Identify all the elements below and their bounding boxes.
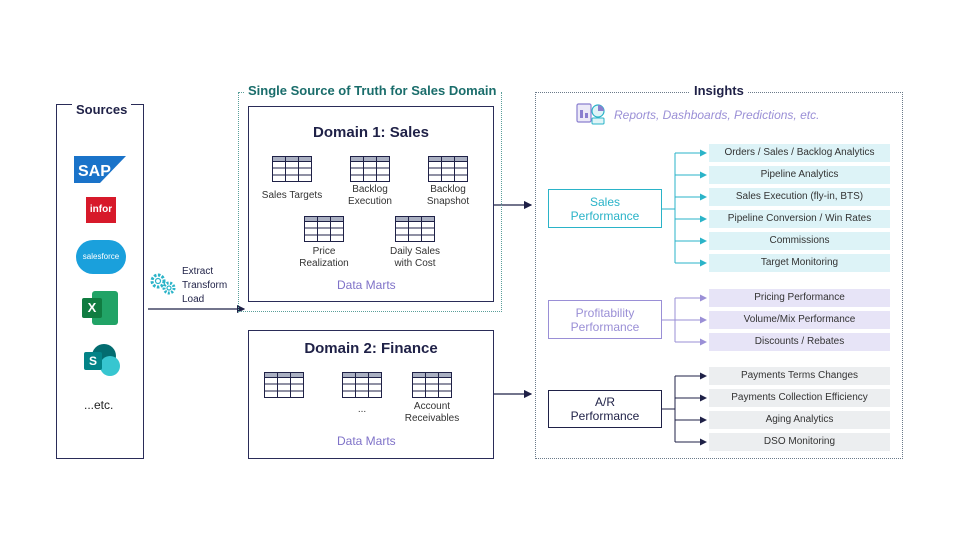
mart-label-line2: with Cost xyxy=(394,258,436,269)
ar-line1: A/R xyxy=(594,395,615,409)
gears-icon xyxy=(147,270,177,296)
insight-item: Pipeline Analytics xyxy=(709,166,890,184)
sap-logo: SAP xyxy=(74,156,126,183)
mart-label: Sales Targets xyxy=(252,190,332,202)
mart-label-line1: ... xyxy=(357,404,367,415)
insight-item: Sales Execution (fly-in, BTS) xyxy=(709,188,890,206)
sales-performance-line1: Sales xyxy=(589,194,620,209)
insight-item: Pricing Performance xyxy=(709,289,890,307)
mart-label-line1: Price xyxy=(312,246,336,257)
insight-item: Payments Collection Efficiency xyxy=(709,389,890,407)
profitability-line1: Profitability xyxy=(575,305,635,320)
insight-item: Orders / Sales / Backlog Analytics xyxy=(709,144,890,162)
insight-item: Discounts / Rebates xyxy=(709,333,890,351)
insight-item: Aging Analytics xyxy=(709,411,890,429)
ar-fan xyxy=(662,372,707,446)
sales-fan xyxy=(662,149,707,267)
insight-item: Target Monitoring xyxy=(709,254,890,272)
excel-logo: X xyxy=(82,291,118,325)
finance-data-marts-label: Data Marts xyxy=(333,434,400,448)
excel-x: X xyxy=(82,298,102,318)
insights-title: Insights xyxy=(690,83,748,98)
report-icon xyxy=(576,102,606,126)
sharepoint-s: S xyxy=(84,352,102,370)
sources-title: Sources xyxy=(72,102,132,117)
mart-label-line2: Receivables xyxy=(404,413,460,424)
mart-label: ... xyxy=(322,404,402,416)
ssot-header: Single Source of Truth for Sales Domain xyxy=(244,83,501,98)
insight-item: DSO Monitoring xyxy=(709,433,890,451)
mart-label-line1: Daily Sales xyxy=(389,246,441,257)
insight-item: Pipeline Conversion / Win Rates xyxy=(709,210,890,228)
domain-finance-title: Domain 2: Finance xyxy=(304,340,438,357)
mart-label-line2: Realization xyxy=(299,258,349,269)
salesforce-logo: salesforce xyxy=(76,240,126,274)
domain-sales-box: Domain 1: Sales xyxy=(248,106,494,302)
etl-extract: Extract xyxy=(182,266,214,277)
infor-logo: infor xyxy=(86,197,116,223)
insight-item: Volume/Mix Performance xyxy=(709,311,890,329)
mart-label-line1: Backlog xyxy=(352,184,388,195)
sales-performance-line2: Performance xyxy=(570,208,640,223)
mart-label-line1: Sales Targets xyxy=(261,190,323,201)
domain-sales-title: Domain 1: Sales xyxy=(313,124,429,141)
sap-text: SAP xyxy=(78,163,111,180)
sharepoint-logo: S xyxy=(84,344,120,378)
mart-label-line2: Snapshot xyxy=(426,196,470,207)
sources-etc: ...etc. xyxy=(84,398,114,412)
ar-line2: Performance xyxy=(570,409,640,423)
profitability-fan xyxy=(662,294,707,346)
etl-load: Load xyxy=(182,294,205,305)
sales-data-marts-label: Data Marts xyxy=(333,278,400,292)
mart-label-line1: Backlog xyxy=(430,184,466,195)
mart-label-line1: Account xyxy=(413,401,451,412)
etl-transform: Transform xyxy=(182,280,228,291)
insight-item: Commissions xyxy=(709,232,890,250)
insight-item: Payments Terms Changes xyxy=(709,367,890,385)
insights-subtitle: Reports, Dashboards, Predictions, etc. xyxy=(614,108,820,122)
profitability-line2: Performance xyxy=(570,319,640,334)
mart-label-line2: Execution xyxy=(348,196,392,207)
etl-label: Extract Transform Load xyxy=(182,265,227,307)
